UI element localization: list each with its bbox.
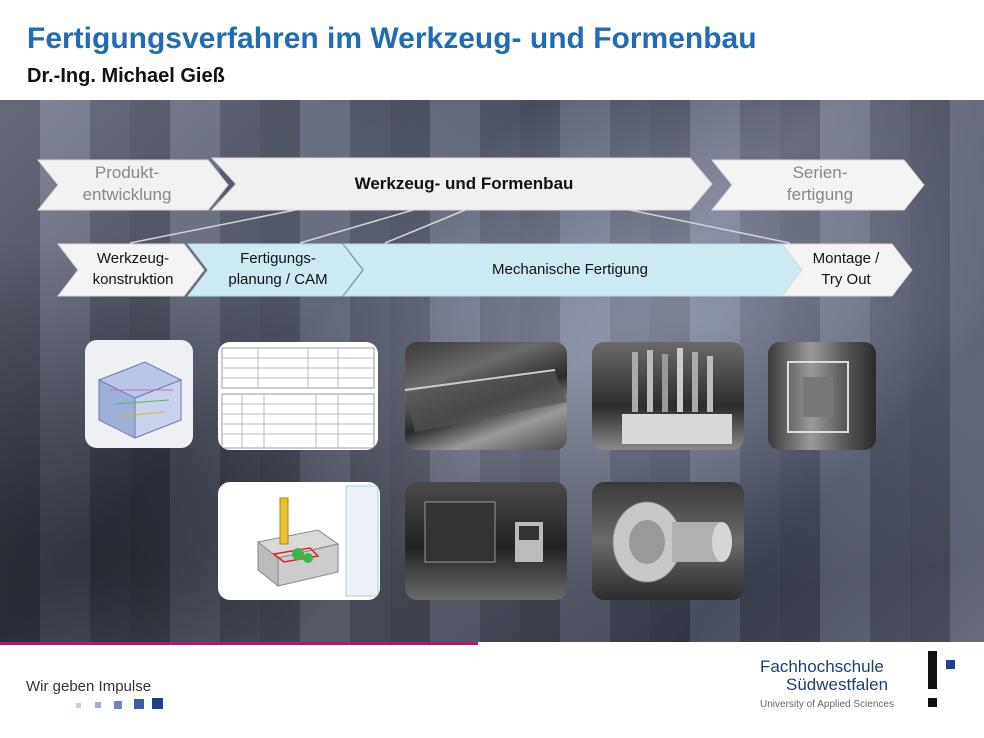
logo-line1: Fachhochschule bbox=[760, 657, 884, 676]
label-montage: Montage /Try Out bbox=[812, 250, 880, 288]
chevron-montage bbox=[780, 243, 913, 297]
lathe-workpiece-image bbox=[592, 482, 744, 600]
chevron-werkzeug-formenbau bbox=[210, 157, 713, 211]
cad-mold-model-image bbox=[85, 340, 193, 448]
label-fertigungsplanung: Fertigungs-planung / CAM bbox=[228, 250, 328, 288]
page-subtitle: Dr.-Ing. Michael Gieß bbox=[27, 65, 225, 87]
mold-tryout-image bbox=[768, 342, 876, 450]
page-title: Fertigungsverfahren im Werkzeug- und For… bbox=[27, 22, 757, 55]
label-werkzeug-formenbau: Werkzeug- und Formenbau bbox=[354, 174, 574, 193]
chevron-serienfertigung bbox=[710, 159, 925, 211]
slogan-text: Wir geben Impulse bbox=[26, 678, 152, 695]
connector-line bbox=[129, 204, 321, 244]
dot-square-icon bbox=[95, 702, 101, 708]
connector-line bbox=[299, 207, 421, 244]
dot-square-icon bbox=[134, 699, 144, 709]
cam-toolpath-image bbox=[218, 482, 380, 600]
logo-line2: Südwestfalen bbox=[786, 675, 889, 694]
label-produktentwicklung: Produkt-entwicklung bbox=[82, 163, 172, 204]
logo-line3: University of Applied Sciences bbox=[760, 699, 894, 710]
milling-chips-image bbox=[405, 342, 567, 450]
chevron-fertigungsplanung bbox=[186, 243, 363, 297]
dot-square-icon bbox=[114, 701, 122, 709]
connector-line bbox=[619, 207, 791, 244]
chevron-produktentwicklung bbox=[36, 159, 229, 211]
dot-square-icon bbox=[152, 698, 163, 709]
label-werkzeugkonstruktion: Werkzeug-konstruktion bbox=[92, 250, 174, 288]
dot-square-icon bbox=[76, 703, 81, 708]
connector-line bbox=[384, 207, 471, 244]
cnc-machine-image bbox=[405, 482, 567, 600]
process-plan-sheet-image bbox=[218, 342, 378, 450]
accent-line bbox=[0, 642, 478, 645]
label-serienfertigung: Serien-fertigung bbox=[786, 163, 854, 204]
drill-tool-rack-image bbox=[592, 342, 744, 450]
chevron-werkzeugkonstruktion bbox=[56, 243, 205, 297]
label-mechanische-fertigung: Mechanische Fertigung bbox=[492, 261, 648, 278]
